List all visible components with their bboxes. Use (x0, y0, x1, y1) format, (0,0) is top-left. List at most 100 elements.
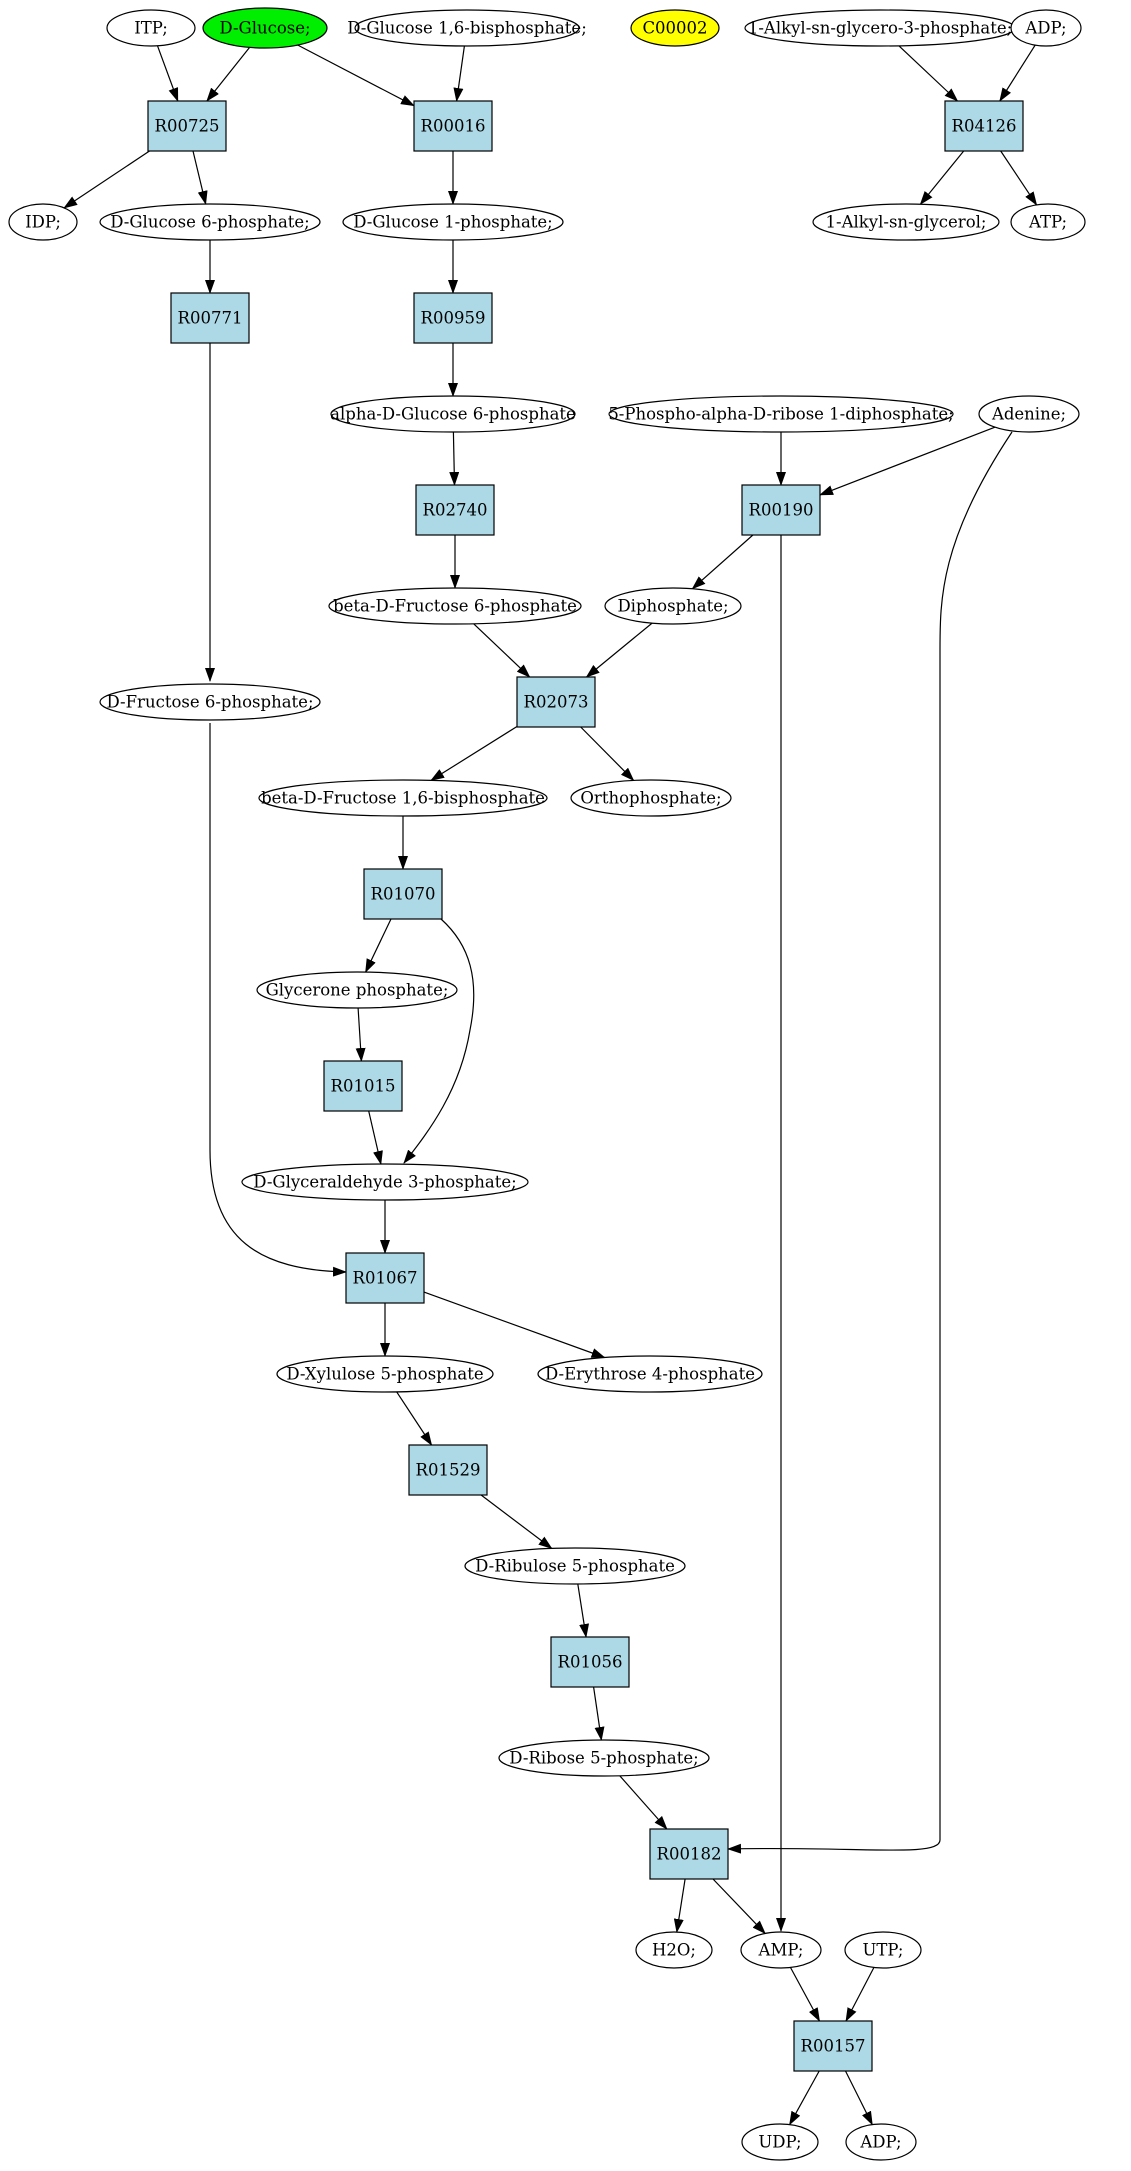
compound-ellipse (537, 1355, 763, 1393)
compound-node-glycerone[interactable]: Glycerone phosphate; (256, 971, 458, 1009)
reaction-box (323, 1060, 403, 1112)
node-label: R01067 (353, 1269, 418, 1288)
edge-dglucose-to-r00016 (297, 44, 415, 107)
compound-ellipse (330, 395, 576, 433)
node-label: R00182 (657, 1845, 722, 1864)
reaction-node-r00182[interactable]: R00182 (649, 1828, 729, 1880)
edge-dr5p-to-r00182 (619, 1775, 668, 1830)
reaction-node-r00157[interactable]: R00157 (793, 2020, 873, 2072)
compound-ellipse (276, 1355, 494, 1393)
compound-node-df6p[interactable]: D-Fructose 6-phosphate; (99, 683, 321, 721)
compound-node-dg16bp[interactable]: D-Glucose 1,6-bisphosphate; (347, 9, 587, 47)
node-label: R00771 (178, 309, 243, 328)
reaction-box (147, 100, 227, 152)
reaction-node-r00959[interactable]: R00959 (413, 292, 493, 344)
reaction-node-r01015[interactable]: R01015 (323, 1060, 403, 1112)
compound-node-dga3p[interactable]: D-Glyceraldehyde 3-phosphate; (241, 1163, 529, 1201)
edge-r01070-to-glycerone (365, 918, 392, 974)
compound-ellipse (256, 971, 458, 1009)
compound-node-utp[interactable]: UTP; (844, 1931, 922, 1969)
edge-bdf6p-to-r02073 (473, 623, 531, 678)
node-label: R04126 (952, 117, 1017, 136)
compound-node-c00002[interactable]: C00002 (630, 9, 720, 47)
edge-r01015-to-dga3p (368, 1110, 383, 1165)
node-label: R02740 (423, 501, 488, 520)
compound-node-alkylglycerol[interactable]: 1-Alkyl-sn-glycerol; (812, 203, 1000, 241)
edge-r02073-to-bdf16bp (430, 725, 518, 781)
compound-node-dg6p[interactable]: D-Glucose 6-phosphate; (99, 203, 321, 241)
compound-node-itp[interactable]: ITP; (106, 9, 196, 47)
compound-node-dglucose[interactable]: D-Glucose; (202, 7, 328, 49)
reaction-box (793, 2020, 873, 2072)
node-label: Glycerone phosphate; (266, 981, 449, 1000)
compound-node-adp_top[interactable]: ADP; (1010, 9, 1082, 47)
reaction-node-r02740[interactable]: R02740 (415, 484, 495, 536)
reaction-node-r00016[interactable]: R00016 (413, 100, 493, 152)
node-label: D-Erythrose 4-phosphate (545, 1365, 755, 1384)
node-label: R01070 (371, 885, 436, 904)
node-label: H2O; (652, 1941, 696, 1960)
compound-node-adenine[interactable]: Adenine; (978, 395, 1080, 433)
reaction-box (363, 868, 443, 920)
compound-ellipse (8, 203, 78, 241)
reaction-node-r00725[interactable]: R00725 (147, 100, 227, 152)
reaction-node-r00771[interactable]: R00771 (170, 292, 250, 344)
node-label: D-Glucose 1,6-bisphosphate; (347, 19, 587, 38)
node-label: D-Xylulose 5-phosphate (286, 1365, 483, 1384)
compound-ellipse (741, 2123, 819, 2161)
edge-r01070-to-dga3p (403, 918, 475, 1164)
reaction-node-r01529[interactable]: R01529 (408, 1444, 488, 1496)
compound-ellipse (635, 1931, 713, 1969)
node-label: beta-D-Fructose 6-phosphate (333, 597, 577, 616)
compound-node-de4p[interactable]: D-Erythrose 4-phosphate (537, 1355, 763, 1393)
compound-node-amp[interactable]: AMP; (740, 1931, 822, 1969)
node-label: AMP; (758, 1941, 804, 1960)
node-label: 1-Alkyl-sn-glycero-3-phosphate; (748, 19, 1012, 38)
node-label: IDP; (25, 213, 61, 232)
reaction-node-r04126[interactable]: R04126 (944, 100, 1024, 152)
reaction-node-r01067[interactable]: R01067 (345, 1252, 425, 1304)
compound-ellipse (1010, 203, 1086, 241)
edge-adp_top-to-r04126 (999, 44, 1036, 102)
compound-node-adp_bottom[interactable]: ADP; (845, 2123, 917, 2161)
compound-ellipse (99, 683, 321, 721)
edge-dglucose-to-r00725 (206, 47, 251, 102)
compound-node-alkylg3p[interactable]: 1-Alkyl-sn-glycero-3-phosphate; (744, 9, 1016, 47)
reaction-node-r00190[interactable]: R00190 (741, 484, 821, 536)
reaction-node-r01056[interactable]: R01056 (550, 1636, 630, 1688)
compound-ellipse (202, 7, 328, 49)
edges-layer (63, 44, 1038, 2126)
reaction-node-r02073[interactable]: R02073 (516, 676, 596, 728)
compound-node-prpp[interactable]: 5-Phospho-alpha-D-ribose 1-diphosphate; (608, 395, 954, 433)
compound-ellipse (812, 203, 1000, 241)
compound-ellipse (258, 779, 548, 817)
compound-ellipse (1010, 9, 1082, 47)
compound-node-h2o[interactable]: H2O; (635, 1931, 713, 1969)
compound-node-orthophosphate[interactable]: Orthophosphate; (570, 779, 732, 817)
node-label: R02073 (524, 693, 589, 712)
edge-r00157-to-udp (789, 2070, 820, 2126)
compound-node-diphosphate[interactable]: Diphosphate; (604, 587, 742, 625)
node-label: C00002 (642, 19, 707, 38)
compound-node-dr5p[interactable]: D-Ribose 5-phosphate; (498, 1739, 710, 1777)
compound-node-dru5p[interactable]: D-Ribulose 5-phosphate (464, 1547, 686, 1585)
compound-node-udp[interactable]: UDP; (741, 2123, 819, 2161)
node-label: R00959 (421, 309, 486, 328)
reaction-box (345, 1252, 425, 1304)
compound-node-dxu5p[interactable]: D-Xylulose 5-phosphate (276, 1355, 494, 1393)
node-label: R00016 (421, 117, 486, 136)
edge-r00190-to-diphosphate (691, 534, 754, 590)
reaction-box (649, 1828, 729, 1880)
compound-node-atp[interactable]: ATP; (1010, 203, 1086, 241)
compound-node-adg6p[interactable]: alpha-D-Glucose 6-phosphate (330, 395, 576, 433)
reaction-node-r01070[interactable]: R01070 (363, 868, 443, 920)
compound-node-idp[interactable]: IDP; (8, 203, 78, 241)
compound-node-bdf6p[interactable]: beta-D-Fructose 6-phosphate (328, 587, 582, 625)
edge-r00157-to-adp_bottom (844, 2070, 873, 2126)
compound-ellipse (464, 1547, 686, 1585)
compound-node-dg1p[interactable]: D-Glucose 1-phosphate; (342, 203, 564, 241)
compound-node-bdf16bp[interactable]: beta-D-Fructose 1,6-bisphosphate (258, 779, 548, 817)
compound-ellipse (604, 587, 742, 625)
edge-df6p-to-r01067 (209, 722, 347, 1277)
reaction-box (413, 292, 493, 344)
